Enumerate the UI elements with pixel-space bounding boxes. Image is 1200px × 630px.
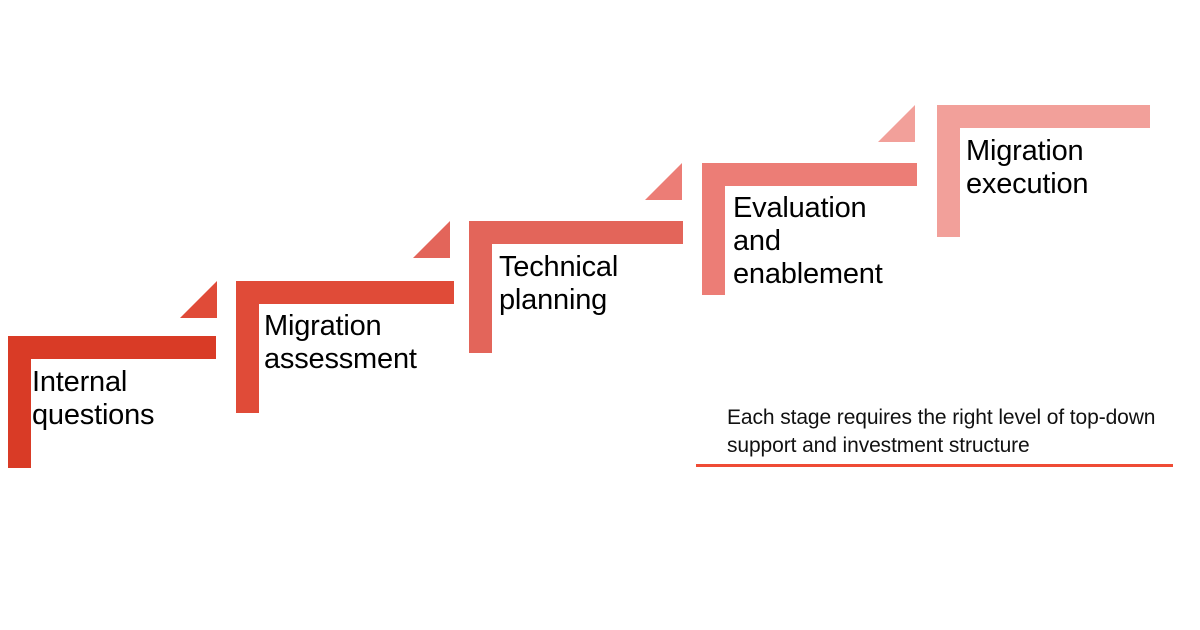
stage-bracket-vertical-5 (937, 105, 960, 237)
stage-label-migration-execution: Migration execution (966, 135, 1089, 200)
stage-bracket-vertical-2 (236, 281, 259, 413)
stage-bracket-vertical-4 (702, 163, 725, 295)
accent-triangle-3 (413, 221, 450, 258)
accent-triangle-2 (180, 281, 217, 318)
stage-label-migration-assessment: Migration assessment (264, 310, 417, 375)
stage-bracket-vertical-1 (8, 336, 31, 468)
stage-bracket-horizontal-4 (702, 163, 917, 186)
stage-bracket-horizontal-1 (8, 336, 216, 359)
stage-bracket-horizontal-3 (469, 221, 683, 244)
stage-bracket-vertical-3 (469, 221, 492, 353)
stage-label-internal-questions: Internal questions (32, 366, 155, 431)
stage-bracket-horizontal-2 (236, 281, 454, 304)
stage-label-technical-planning: Technical planning (499, 251, 619, 316)
stage-label-evaluation-and-enablement: Evaluation and enablement (733, 192, 883, 290)
caption-underline-rule (696, 464, 1173, 467)
accent-triangle-4 (645, 163, 682, 200)
caption-text: Each stage requires the right level of t… (727, 406, 1156, 457)
stage-bracket-horizontal-5 (937, 105, 1150, 128)
accent-triangle-5 (878, 105, 915, 142)
